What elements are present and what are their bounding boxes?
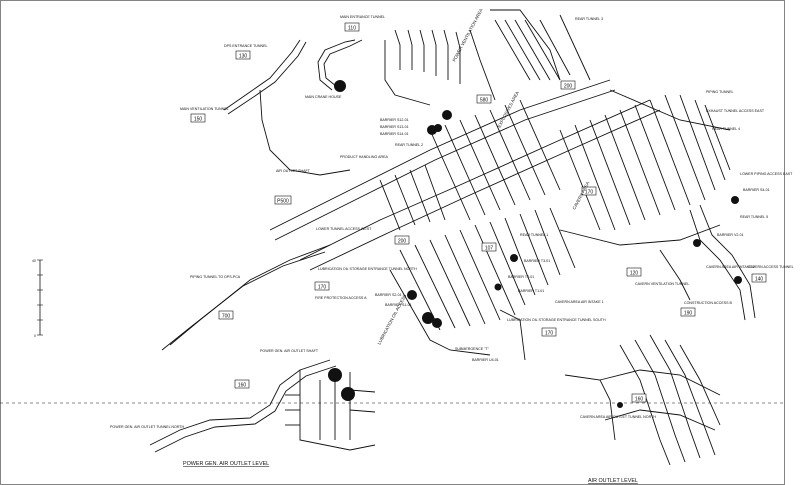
label-product-handling-area: PRODUCT HANDLING AREA bbox=[340, 155, 388, 159]
box-140: 140 bbox=[755, 277, 764, 283]
box-160-right: 160 bbox=[635, 397, 644, 403]
label-barrier-s13: BARRIER S13-01 bbox=[380, 125, 409, 129]
label-piping-tunnel: PIPING TUNNEL bbox=[706, 90, 734, 94]
label-rear-tunnel-3: REAR TUNNEL 3 bbox=[575, 17, 603, 21]
label-lubrication-oil-entrance-north: LUBRICATION OIL STORAGE ENTRANCE TUNNEL … bbox=[318, 267, 417, 271]
label-exhaust-tunnel-access-east: EXHAUST TUNNEL ACCESS EAST bbox=[706, 109, 765, 113]
label-rear-tunnel-2: REAR TUNNEL 2 bbox=[395, 143, 423, 147]
label-air-outlet-shaft: AIR OUTLET SHAFT bbox=[276, 169, 311, 173]
label-barrier-s14: BARRIER S14-01 bbox=[380, 132, 409, 136]
box-200-top: 200 bbox=[564, 84, 573, 90]
label-cavern-access-tunnel: CAVERN ACCESS TUNNEL bbox=[748, 265, 794, 269]
reference-boxes: 110 130 150 580 200 P500 200 170 170 107… bbox=[190, 22, 767, 403]
label-fire-protection-access: FIRE PROTECTION ACCESS A bbox=[315, 296, 367, 300]
label-cavern-air-intake-1: CAVERN AREA AIR INTAKE 1 bbox=[555, 300, 604, 304]
label-barrier-s4: BARRIER S4-01 bbox=[743, 188, 770, 192]
label-barrier-t1: BARRIER T1-01 bbox=[518, 289, 544, 293]
box-170-left: 170 bbox=[318, 285, 327, 291]
label-barrier-s1: BARRIER S1-01 bbox=[385, 303, 412, 307]
label-barrier-t3: BARRIER T3-01 bbox=[524, 259, 550, 263]
label-dps-entrance-tunnel: DPS ENTRANCE TUNNEL bbox=[224, 44, 267, 48]
barrier-markers bbox=[328, 80, 742, 408]
box-p500: P500 bbox=[277, 199, 289, 205]
label-barrier-u4: BARRIER U4-01 bbox=[472, 358, 499, 362]
label-main-crane-house: MAIN CRANE HOUSE bbox=[305, 95, 342, 99]
scale-bar: 40 0 bbox=[32, 259, 43, 338]
label-lower-tunnel-access-west: LOWER TUNNEL ACCESS WEST bbox=[316, 227, 372, 231]
label-main-ventilation-tunnel: MAIN VENTILATION TUNNEL bbox=[180, 107, 229, 111]
plan-labels: MAIN ENTRANCE TUNNEL DPS ENTRANCE TUNNEL… bbox=[110, 8, 794, 429]
label-rear-tunnel-1: REAR TUNNEL 1 bbox=[520, 233, 548, 237]
label-cavern-area: CAVERN AREA bbox=[571, 181, 590, 211]
box-170-right: 170 bbox=[545, 331, 554, 337]
box-170-mid: 170 bbox=[585, 190, 594, 196]
label-barrier-s2: BARRIER S2-01 bbox=[375, 293, 402, 297]
scale-bottom-label: 0 bbox=[34, 334, 36, 338]
box-107: 107 bbox=[485, 246, 494, 252]
label-rear-tunnel-5: REAR TUNNEL 5 bbox=[740, 215, 768, 219]
label-piping-tunnel-to-dps: PIPING TUNNEL TO DPS-PCA bbox=[190, 275, 241, 279]
caption-power-gen-level: POWER GEN. AIR OUTLET LEVEL bbox=[183, 461, 269, 467]
box-190: 190 bbox=[684, 311, 693, 317]
label-barrier-s12: BARRIER S12-01 bbox=[380, 118, 409, 122]
label-lubrication-oil-entrance-south: LUBRICATION OIL STORAGE ENTRANCE TUNNEL … bbox=[507, 318, 606, 322]
label-power-ventilation-area: POWER VENTILATION AREA bbox=[451, 8, 483, 63]
label-rear-tunnel-4: REAR TUNNEL 4 bbox=[712, 127, 740, 131]
label-explosives-area: EXPLOSIVES AREA bbox=[496, 90, 519, 128]
box-580: 580 bbox=[480, 98, 489, 104]
box-110: 110 bbox=[348, 26, 356, 32]
label-lower-piping-access-east: LOWER PIPING ACCESS EAST bbox=[740, 172, 793, 176]
box-150: 150 bbox=[194, 117, 203, 123]
label-lubrication-oil-access: LUBRICATION OIL ACCESS bbox=[376, 293, 407, 345]
label-cavern-ventilation-tunnel: CAVERN VENTILATION TUNNEL bbox=[635, 282, 689, 286]
box-120: 120 bbox=[630, 271, 639, 277]
scale-top-label: 40 bbox=[32, 259, 36, 263]
label-cavern-air-intake-2: CAVERN AREA AIR INTAKE 2 bbox=[706, 265, 755, 269]
box-200-center: 200 bbox=[398, 239, 407, 245]
label-barrier-t2: BARRIER T2-01 bbox=[508, 275, 534, 279]
label-main-entrance-tunnel: MAIN ENTRANCE TUNNEL bbox=[340, 15, 385, 19]
label-cavern-air-outlet-tunnel: CAVERN AREA AIR OUTLET TUNNEL NORTH bbox=[580, 415, 656, 419]
label-power-gen-tunnel: POWER GEN. AIR OUTLET TUNNEL NORTH bbox=[110, 425, 185, 429]
box-160-left: 160 bbox=[238, 383, 247, 389]
caption-air-outlet-level: AIR OUTLET LEVEL bbox=[588, 478, 638, 484]
label-construction-access-b: CONSTRUCTION ACCESS B bbox=[684, 301, 733, 305]
label-power-gen-outlet-shaft: POWER GEN. AIR OUTLET SHAFT bbox=[260, 349, 319, 353]
box-130: 130 bbox=[239, 54, 248, 60]
box-700: 700 bbox=[222, 314, 231, 320]
label-barrier-v2: BARRIER V2-01 bbox=[717, 233, 744, 237]
label-submergence: SUBMERGENCE "T" bbox=[455, 347, 490, 351]
